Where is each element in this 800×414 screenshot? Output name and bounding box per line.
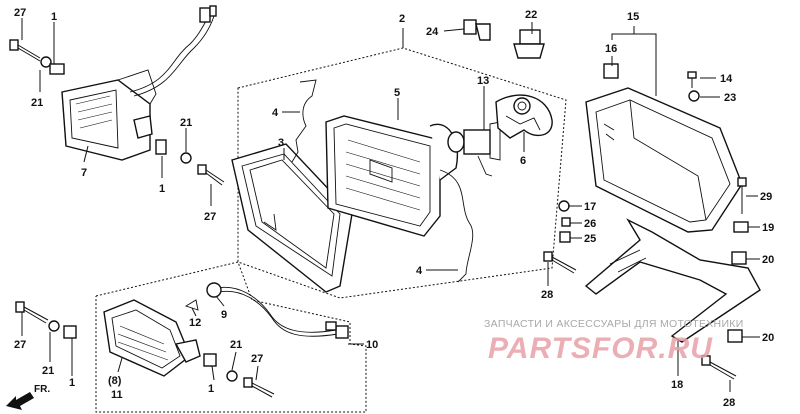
nut-17 bbox=[558, 200, 570, 212]
callout-21: 21 bbox=[42, 365, 54, 377]
front-arrow-label: FR. bbox=[34, 384, 50, 395]
callout-28: 28 bbox=[723, 397, 735, 409]
callout-10: 10 bbox=[366, 339, 378, 351]
callout-8: (8) bbox=[108, 375, 122, 387]
callout-15: 15 bbox=[627, 11, 639, 23]
callout-1: 1 bbox=[51, 11, 57, 23]
fog-lamp-upper bbox=[61, 5, 217, 161]
bolt-29 bbox=[737, 177, 747, 214]
callout-13: 13 bbox=[477, 75, 489, 87]
bulb-9 bbox=[206, 282, 222, 298]
bolt-lower-left bbox=[15, 301, 49, 324]
connector-24 bbox=[463, 19, 491, 41]
headlight-case bbox=[585, 87, 743, 233]
callout-4: 4 bbox=[416, 265, 423, 277]
collar-19 bbox=[733, 221, 749, 233]
headlight-unit bbox=[325, 115, 458, 237]
bolt-28-upper bbox=[543, 251, 577, 274]
callout-21: 21 bbox=[180, 117, 192, 129]
callout-19: 19 bbox=[762, 222, 774, 234]
callout-17: 17 bbox=[584, 201, 596, 213]
washer-23 bbox=[688, 90, 700, 102]
watermark-caption: ЗАПЧАСТИ И АКСЕССУАРЫ ДЛЯ МОТОТЕХНИКИ bbox=[484, 318, 744, 330]
callout-21: 21 bbox=[31, 97, 43, 109]
callout-27: 27 bbox=[14, 339, 26, 351]
grommet-20-lower bbox=[727, 329, 743, 343]
callout-25: 25 bbox=[584, 233, 596, 245]
bolt-upper-left bbox=[9, 39, 41, 62]
front-direction-arrow: FR. bbox=[6, 384, 50, 410]
fog-lamp-wiring bbox=[209, 286, 349, 339]
grommet-20-upper bbox=[731, 251, 747, 265]
callout-20: 20 bbox=[762, 254, 774, 266]
washer-upper-mid bbox=[180, 152, 192, 164]
callout-26: 26 bbox=[584, 218, 596, 230]
callout-29: 29 bbox=[760, 191, 772, 203]
bolt-lower-mid bbox=[243, 377, 275, 398]
grommet-16 bbox=[603, 63, 619, 79]
connector-22 bbox=[513, 29, 545, 59]
grommet-lower-mid bbox=[203, 353, 217, 367]
callout-24: 24 bbox=[426, 26, 439, 38]
grommet-lower-left bbox=[63, 325, 77, 339]
screw-14 bbox=[687, 71, 697, 88]
callout-27: 27 bbox=[14, 7, 26, 19]
callout-1: 1 bbox=[69, 377, 75, 389]
washer-lower-mid bbox=[226, 370, 238, 382]
callout-3: 3 bbox=[278, 137, 284, 149]
headlight-rim bbox=[231, 143, 353, 293]
callout-4: 4 bbox=[272, 107, 279, 119]
callout-18: 18 bbox=[671, 379, 683, 391]
callout-27: 27 bbox=[204, 211, 216, 223]
headlight-bulb bbox=[447, 121, 501, 177]
bulb-socket-cover bbox=[495, 94, 553, 139]
callout-21: 21 bbox=[230, 339, 242, 351]
washer-26 bbox=[561, 217, 571, 227]
callout-14: 14 bbox=[720, 73, 733, 85]
adjusting-spring-upper bbox=[291, 79, 317, 163]
callout-23: 23 bbox=[724, 92, 736, 104]
washer-lower-left bbox=[48, 320, 60, 332]
headlight-bracket bbox=[584, 218, 761, 343]
watermark-brand: PARTSFOR.RU bbox=[488, 332, 713, 365]
bolt-28-lower bbox=[701, 355, 737, 380]
grommet-upper-mid bbox=[155, 139, 167, 155]
washer-upper-left bbox=[40, 56, 52, 68]
callout-11: 11 bbox=[111, 389, 123, 401]
callout-22: 22 bbox=[525, 9, 537, 21]
callout-9: 9 bbox=[221, 309, 227, 321]
bolt-upper-mid bbox=[197, 164, 225, 186]
adjusting-spring-lower bbox=[439, 169, 474, 283]
leader-lines bbox=[21, 18, 760, 392]
callout-28: 28 bbox=[541, 289, 553, 301]
collar-upper-left bbox=[49, 63, 65, 75]
callout-numbers: 27 1 21 7 21 1 27 2 3 4 5 4 13 6 24 22 1… bbox=[14, 7, 774, 409]
callout-12: 12 bbox=[189, 317, 201, 329]
collar-25 bbox=[559, 231, 571, 243]
callout-6: 6 bbox=[520, 155, 526, 167]
callout-27: 27 bbox=[251, 353, 263, 365]
callout-5: 5 bbox=[394, 87, 400, 99]
fog-lamp-lower bbox=[103, 299, 201, 377]
callout-1: 1 bbox=[208, 383, 214, 395]
callout-1: 1 bbox=[159, 183, 165, 195]
callout-20: 20 bbox=[762, 332, 774, 344]
callout-7: 7 bbox=[81, 167, 87, 179]
callout-16: 16 bbox=[605, 43, 617, 55]
callout-2: 2 bbox=[399, 13, 405, 25]
